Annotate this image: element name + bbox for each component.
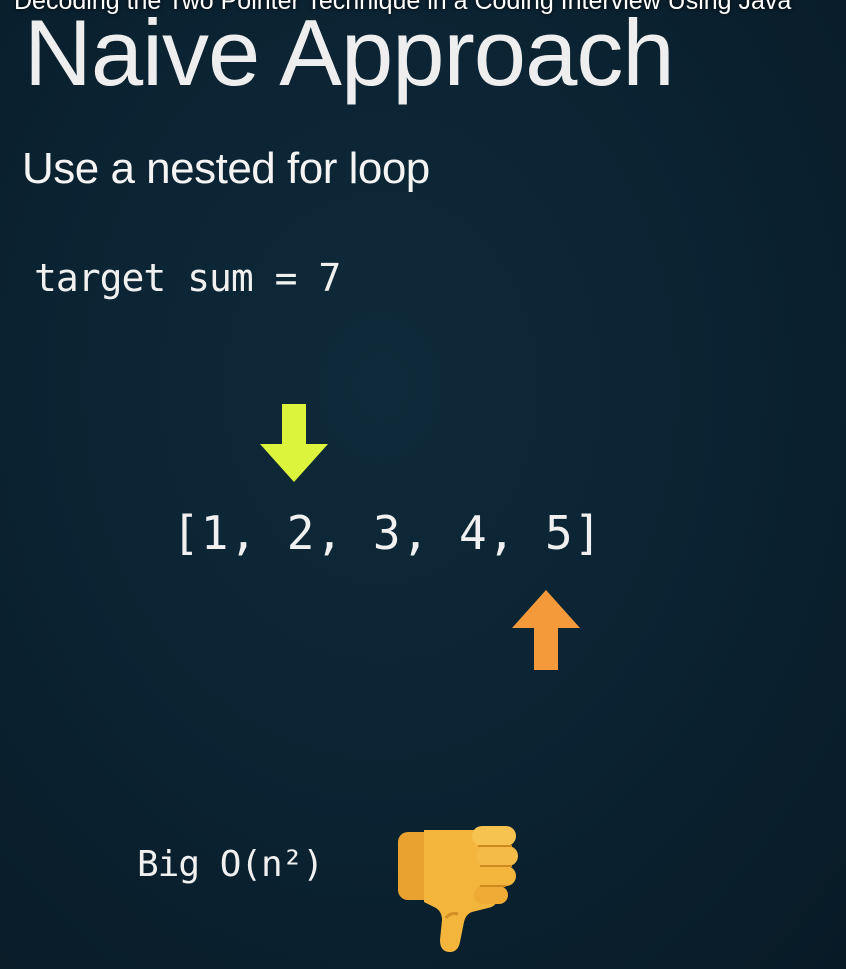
slide-subtitle: Use a nested for loop: [22, 144, 430, 193]
thumbs-down-icon: [398, 826, 518, 952]
target-sum-label: target sum = 7: [34, 256, 341, 300]
slide-title: Naive Approach: [24, 0, 675, 105]
arrow-up-icon: [512, 590, 580, 670]
arrow-down-icon: [260, 404, 328, 482]
complexity-label: Big O(n²): [137, 844, 324, 885]
video-title: Decoding the Two Pointer Technique in a …: [14, 0, 792, 15]
array-display: [1, 2, 3, 4, 5]: [172, 506, 603, 560]
